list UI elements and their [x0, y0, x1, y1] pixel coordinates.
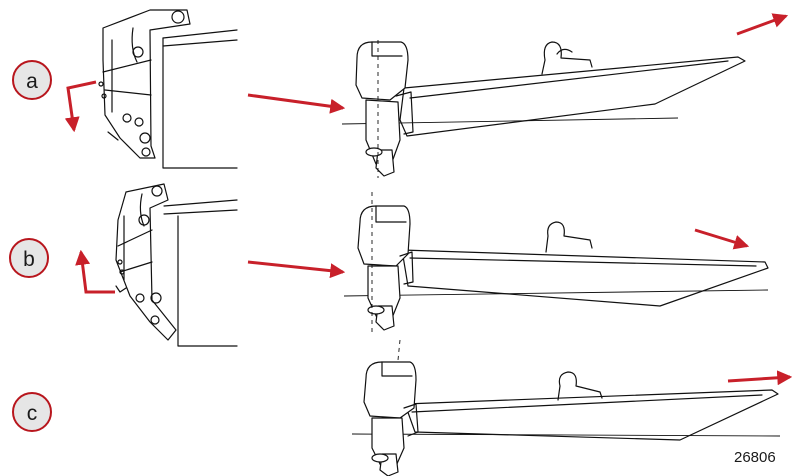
boat-level-b — [343, 221, 769, 307]
pointer-arrow-b — [247, 260, 346, 279]
badge-b-circle — [9, 238, 49, 278]
trim-down-arrow-a — [64, 80, 97, 133]
badge-a: a — [12, 60, 52, 100]
pointer-arrow-a — [247, 93, 346, 114]
outboard-motor-c — [363, 339, 419, 476]
badge-c-label: c — [27, 402, 38, 425]
direction-arrow-a — [736, 13, 789, 36]
badge-c-circle — [12, 392, 52, 432]
panel-b: b — [9, 183, 769, 347]
outboard-motor-b — [357, 192, 414, 334]
outboard-motor-a — [355, 40, 414, 178]
figure-number: 26806 — [734, 449, 776, 466]
direction-arrow-c — [727, 370, 793, 386]
direction-arrow-b — [694, 228, 750, 250]
badge-b-label: b — [23, 248, 35, 271]
panel-c: c — [12, 339, 793, 476]
badge-c: c — [12, 392, 52, 432]
boat-bow-down-c — [351, 371, 781, 441]
badge-b: b — [9, 238, 49, 278]
badge-a-label: a — [26, 70, 38, 93]
badge-a-circle — [12, 60, 52, 100]
tilt-bracket-detail-b — [115, 183, 238, 347]
trim-up-arrow-b — [75, 249, 115, 294]
panel-a: a — [12, 9, 789, 178]
tilt-bracket-detail-a — [98, 9, 238, 169]
